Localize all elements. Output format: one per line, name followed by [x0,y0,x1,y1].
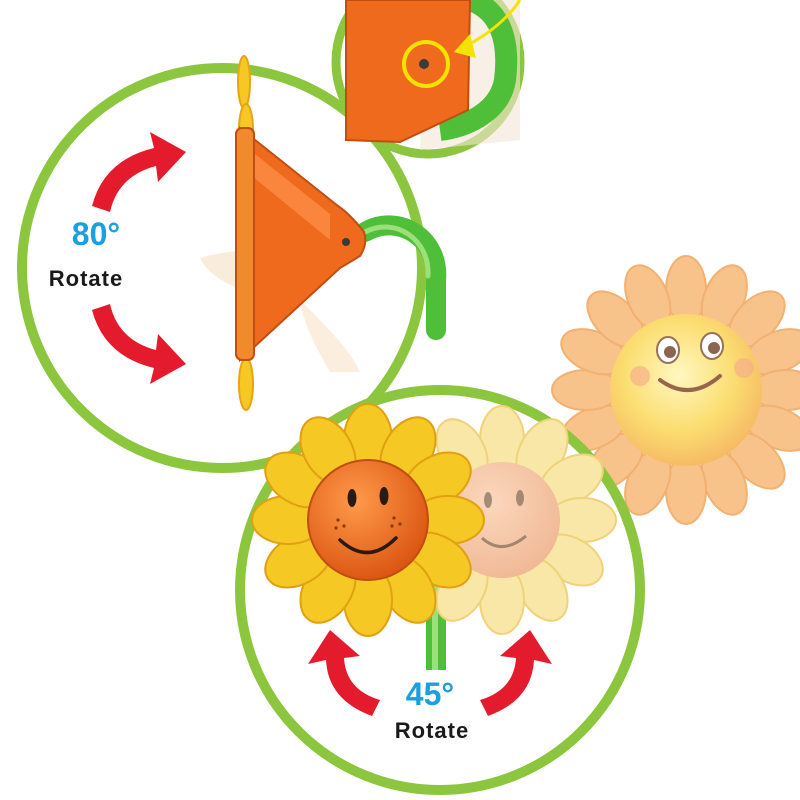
top-rotate-label: Rotate [48,266,124,291]
sunflower-front [251,403,485,637]
top-angle-label: 80° [71,216,121,252]
top-rotation-panel [17,55,447,473]
bottom-angle-label: 45° [405,676,455,712]
rotation-arrow-icon [92,132,186,384]
smiling-sun [551,255,800,525]
screw-detail [342,238,350,246]
screw-zoom-inset [331,0,525,159]
bottom-rotate-label: Rotate [394,718,470,743]
bottom-rotation-panel [235,385,645,795]
rotation-arrow-icon-bottom [308,630,552,716]
